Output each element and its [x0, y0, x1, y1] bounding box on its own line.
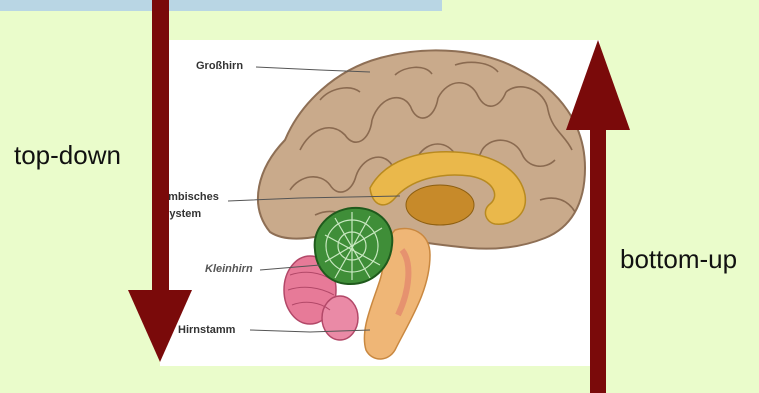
bottom-up-arrow-shaft — [590, 128, 606, 393]
label-cerebellum: Kleinhirn — [205, 263, 253, 275]
brain-illustration — [258, 50, 585, 359]
bottom-up-arrow — [566, 40, 630, 393]
top-down-arrow-shaft — [152, 0, 169, 290]
label-limbic-line1: limbisches — [162, 191, 219, 203]
top-down-label: top-down — [14, 140, 121, 171]
label-cerebrum: Großhirn — [196, 60, 243, 72]
thalamus-shape — [406, 185, 474, 225]
medulla-shape — [322, 296, 358, 340]
label-brainstem: Hirnstamm — [178, 324, 236, 336]
bottom-up-label: bottom-up — [620, 244, 737, 275]
bottom-up-arrow-head — [566, 40, 630, 130]
top-down-arrow — [128, 0, 192, 362]
